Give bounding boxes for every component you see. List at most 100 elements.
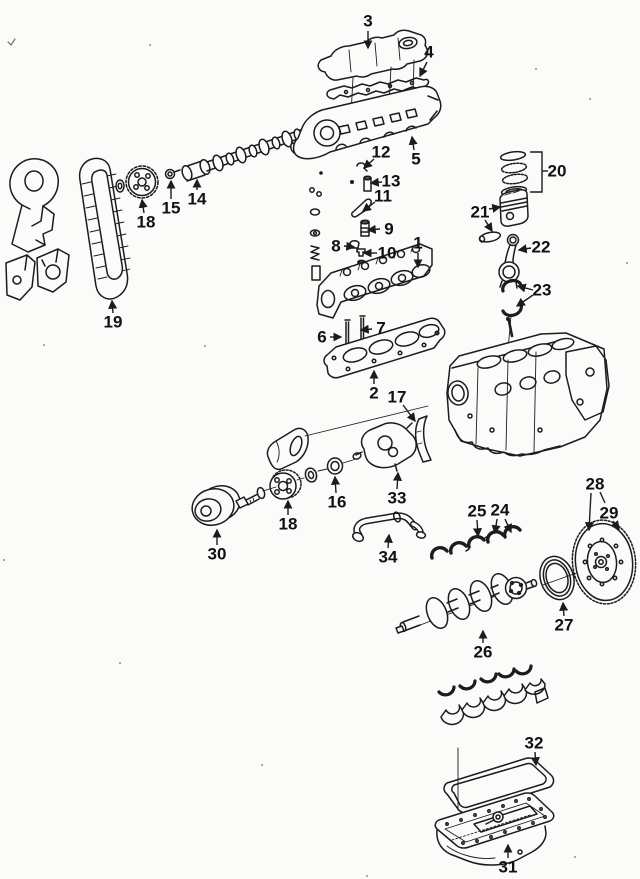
- callout-26: 26: [474, 629, 493, 662]
- part-number-23: 23: [533, 281, 552, 300]
- part-number-14: 14: [188, 190, 207, 209]
- callout-15: 15: [162, 179, 181, 218]
- part-number-22: 22: [532, 238, 551, 257]
- leader-line-21: [488, 203, 502, 213]
- leader-line-22: [517, 244, 532, 254]
- leader-line-5: [408, 135, 418, 151]
- callout-34: 34: [379, 533, 398, 567]
- water-outlet-drawing: [266, 405, 429, 471]
- leader-line-24: [503, 518, 512, 534]
- callout-2: 2: [369, 369, 379, 403]
- callout-17: 17: [388, 388, 416, 423]
- leader-line-33: [392, 471, 403, 490]
- main-bearings-lower-drawing: [437, 664, 549, 726]
- callout-19: 19: [104, 299, 123, 332]
- part-number-9: 9: [384, 220, 393, 239]
- part-number-29: 29: [600, 504, 619, 523]
- callout-4: 4: [419, 43, 434, 78]
- part-number-12: 12: [372, 143, 391, 162]
- part-number-32: 32: [525, 734, 544, 753]
- front-seal-drawing: [326, 457, 344, 475]
- crank-pulley-drawing: [191, 485, 241, 526]
- part-number-8: 8: [331, 237, 340, 256]
- callout-16: 16: [328, 475, 347, 512]
- part-number-31: 31: [499, 858, 518, 877]
- part-number-5: 5: [411, 150, 420, 169]
- part-number-11: 11: [374, 187, 392, 206]
- callout-9: 9: [366, 220, 394, 239]
- part-number-16: 16: [328, 493, 347, 512]
- leader-line-24: [491, 518, 501, 535]
- engine-block-drawing: [446, 332, 610, 457]
- part-number-25: 25: [468, 502, 487, 521]
- part-number-3: 3: [363, 12, 372, 31]
- callout-24: 24: [491, 501, 512, 535]
- cam-carrier-drawing: [292, 85, 442, 160]
- leader-line-21: [484, 219, 493, 233]
- leader-line-23: [515, 294, 534, 307]
- callout-14: 14: [188, 178, 207, 209]
- part-number-18: 18: [279, 515, 298, 534]
- piston-drawing: [499, 189, 529, 227]
- timing-cover-lower-right-drawing: [36, 248, 70, 293]
- part-number-19: 19: [104, 313, 123, 332]
- timing-belt-drawing: [78, 157, 131, 300]
- callout-20: 20: [530, 151, 567, 193]
- part-number-18: 18: [137, 213, 156, 232]
- leader-line-27: [559, 601, 569, 617]
- front-cover-gasket-drawing: [414, 415, 432, 463]
- leader-line-13: [369, 177, 383, 187]
- leader-line-23: [516, 283, 534, 293]
- paper-specks: [3, 38, 628, 877]
- part-number-21: 21: [471, 203, 490, 222]
- pulley-bolt-drawing: [235, 486, 266, 509]
- callout-5: 5: [408, 135, 421, 169]
- part-number-26: 26: [474, 643, 493, 662]
- leader-line-8: [343, 241, 356, 251]
- cylinder-head-drawing: [316, 243, 433, 319]
- callout-18: 18: [137, 198, 156, 232]
- cam-bolt-washer-drawing: [164, 168, 181, 180]
- callout-29: 29: [600, 504, 620, 531]
- part-number-28: 28: [586, 475, 605, 494]
- callout-6: 6: [317, 328, 343, 347]
- callout-25: 25: [468, 502, 487, 538]
- leader-line-29: [610, 520, 620, 531]
- timing-cover-upper-drawing: [9, 158, 59, 253]
- callout-13: 13: [369, 172, 401, 191]
- part-number-15: 15: [162, 199, 181, 218]
- callout-27: 27: [555, 601, 573, 635]
- cam-sprocket-drawing: [115, 165, 159, 199]
- leader-line-34: [383, 533, 393, 549]
- callout-33: 33: [388, 471, 407, 508]
- callout-12: 12: [362, 143, 391, 169]
- leader-line-7: [359, 324, 373, 334]
- leader-line-17: [402, 404, 416, 423]
- diagram-artwork: [3, 29, 637, 877]
- main-bearings-upper-drawing: [429, 525, 522, 560]
- callout-30: 30: [208, 528, 227, 564]
- callout-23: 23: [515, 281, 552, 307]
- callout-21: 21: [471, 203, 502, 233]
- part-number-1: 1: [413, 234, 422, 253]
- leader-line-32: [530, 751, 540, 767]
- part-number-13: 13: [382, 172, 401, 191]
- callout-1: 1: [413, 234, 423, 269]
- part-number-33: 33: [388, 489, 407, 508]
- leader-line-18: [138, 198, 148, 214]
- leader-line-28: [599, 491, 606, 504]
- leader-line-12: [362, 158, 375, 169]
- part-number-30: 30: [208, 545, 227, 564]
- leader-line-20: [530, 151, 543, 193]
- crankshaft-drawing: [395, 572, 538, 634]
- valve-cover-drawing: [317, 29, 429, 81]
- part-number-17: 17: [388, 388, 407, 407]
- oil-pan-drawing: [434, 792, 555, 866]
- part-number-20: 20: [548, 162, 567, 181]
- callout-22: 22: [517, 238, 551, 257]
- sprocket-washer-drawing: [304, 467, 318, 483]
- part-number-10: 10: [378, 244, 397, 263]
